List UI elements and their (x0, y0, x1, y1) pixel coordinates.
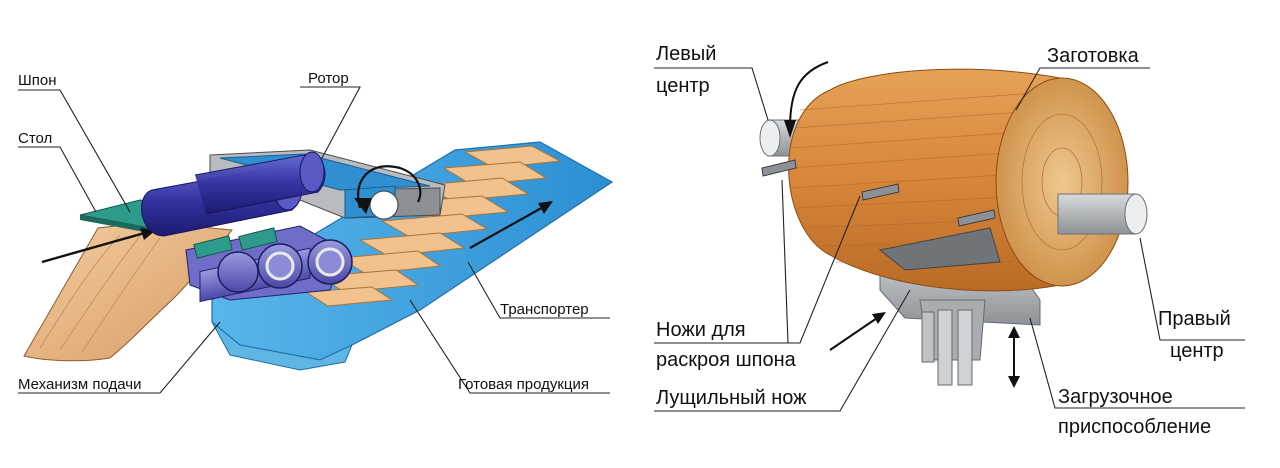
label-finished-product: Готовая продукция (458, 376, 589, 393)
purple-rollers (141, 151, 326, 237)
feed-mechanism (185, 225, 353, 303)
label-knives-1: Ножи для (656, 319, 746, 341)
label-conveyor: Транспортер (500, 301, 589, 318)
rotation-arrow (784, 61, 829, 138)
label-table: Стол (18, 130, 53, 147)
left-center-spindle (759, 119, 831, 157)
log-blank (788, 68, 1129, 292)
cutting-knives (761, 159, 996, 227)
veneer-cutter-diagram (18, 86, 614, 394)
label-rotor: Ротор (308, 70, 349, 87)
label-right-center-2: центр (1170, 340, 1224, 362)
vertical-arrow (1008, 326, 1020, 388)
label-veneer: Шпон (18, 72, 57, 89)
loading-device (879, 241, 1041, 386)
right-center-spindle (1057, 193, 1148, 235)
label-left-center-1: Левый (656, 43, 717, 65)
left-leader-lines (18, 86, 610, 394)
label-loader-1: Загрузочное (1058, 386, 1173, 408)
label-knives-2: раскроя шпона (656, 349, 796, 371)
peeling-arrow (829, 312, 886, 351)
conveyor-direction-arrow (469, 201, 553, 249)
label-blank: Заготовка (1047, 45, 1139, 67)
label-right-center-1: Правый (1158, 308, 1231, 330)
label-feed-mechanism: Механизм подачи (18, 376, 142, 393)
label-loader-2: приспособление (1058, 416, 1212, 438)
label-peeling-knife: Лущильный нож (656, 387, 807, 409)
label-left-center-2: центр (656, 75, 710, 97)
